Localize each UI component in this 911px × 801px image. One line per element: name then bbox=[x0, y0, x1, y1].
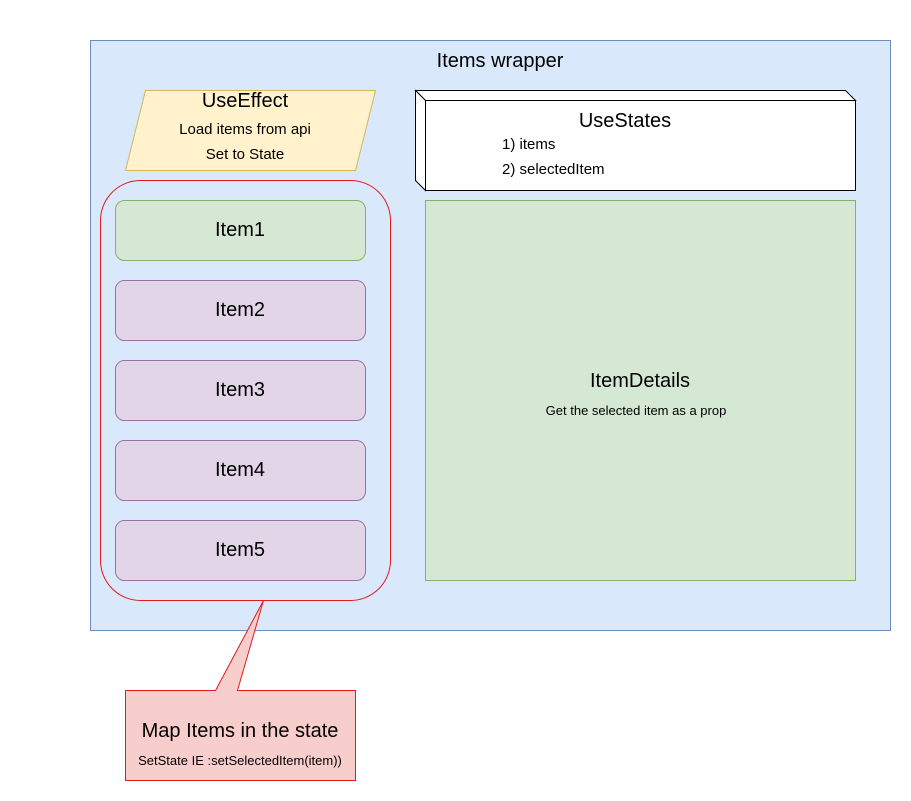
item-box-1[interactable] bbox=[115, 200, 366, 261]
use-states-line-2: 2) selectedItem bbox=[502, 161, 605, 178]
use-states-shape bbox=[414, 89, 857, 192]
items-wrapper-title: Items wrapper bbox=[436, 50, 564, 72]
item-label-3: Item3 bbox=[214, 379, 266, 401]
use-effect-shape bbox=[124, 90, 377, 171]
use-effect-title: UseEffect bbox=[201, 90, 289, 112]
item-label-5: Item5 bbox=[214, 539, 266, 561]
items-group-outline bbox=[100, 180, 391, 601]
use-states-title: UseStates bbox=[578, 110, 672, 132]
item-box-4[interactable] bbox=[115, 440, 366, 501]
callout-subtitle: SetState IE :setSelectedItem(item)) bbox=[138, 753, 342, 768]
item-details-title: ItemDetails bbox=[589, 370, 691, 392]
item-label-2: Item2 bbox=[214, 299, 266, 321]
item-label-4: Item4 bbox=[214, 459, 266, 481]
item-box-2[interactable] bbox=[115, 280, 366, 341]
item-details-box[interactable] bbox=[425, 200, 856, 581]
use-states-line-1: 1) items bbox=[502, 136, 556, 153]
item-label-1: Item1 bbox=[214, 219, 266, 241]
callout-title: Map Items in the state bbox=[141, 720, 339, 742]
item-box-5[interactable] bbox=[115, 520, 366, 581]
item-box-3[interactable] bbox=[115, 360, 366, 421]
item-details-subtitle: Get the selected item as a prop bbox=[545, 403, 727, 418]
use-effect-line-1: Load items from api bbox=[179, 121, 311, 138]
use-effect-line-2: Set to State bbox=[205, 146, 285, 163]
callout-shape bbox=[125, 600, 356, 781]
